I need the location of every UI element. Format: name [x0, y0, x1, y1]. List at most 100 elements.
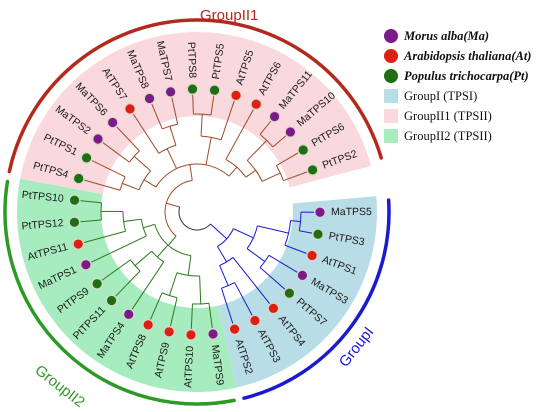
- branch-line: [156, 244, 169, 258]
- leaf-label: MaTPS5: [331, 206, 372, 218]
- group-arcs: [3, 18, 391, 406]
- branch-line: [257, 225, 289, 234]
- group-i-arc: [242, 198, 391, 400]
- species-marker-ma: [92, 133, 104, 145]
- branch-line: [169, 297, 178, 327]
- branch-arc: [161, 292, 178, 299]
- species-marker-pt: [312, 228, 324, 241]
- branch-line: [220, 100, 235, 141]
- species-marker-pt: [68, 194, 81, 207]
- branch-line: [84, 179, 121, 191]
- legend-swatch-icon: [384, 109, 398, 123]
- species-marker-pt: [186, 83, 199, 95]
- branch-line: [102, 142, 130, 163]
- species-marker-at: [185, 329, 197, 341]
- group-i-label: GroupI: [336, 324, 378, 371]
- branch-line: [167, 235, 177, 246]
- branch-line: [143, 179, 157, 188]
- branch-line: [192, 95, 194, 115]
- species-marker-ma: [122, 308, 135, 321]
- species-marker-pt: [208, 84, 221, 97]
- legend-dot-icon: [384, 49, 398, 63]
- branch-line: [115, 270, 141, 297]
- branch-line: [83, 230, 126, 243]
- branch-line: [91, 235, 147, 263]
- leaf-label: PtTPS8: [185, 42, 198, 79]
- group-ii2-label: GroupII2: [32, 362, 88, 411]
- branch-line: [259, 267, 286, 290]
- legend-label: GroupI (TPSI): [404, 88, 478, 103]
- species-marker-pt: [306, 164, 319, 176]
- branch-line: [216, 246, 228, 263]
- species-marker-pt: [283, 287, 296, 299]
- species-marker-at: [267, 302, 280, 315]
- species-marker-pt: [91, 277, 103, 290]
- species-marker-pt: [105, 294, 118, 307]
- species-marker-at: [249, 314, 261, 327]
- species-marker-ma: [106, 116, 119, 129]
- species-marker-at: [228, 323, 241, 335]
- branch-line: [210, 223, 228, 240]
- branch-line: [232, 257, 271, 305]
- branch-line: [283, 171, 308, 182]
- branch-line: [268, 254, 298, 273]
- branch-line: [101, 259, 131, 281]
- branch-line: [133, 155, 151, 172]
- legend-item: Arabidopsis thaliana(At): [384, 46, 550, 66]
- legend-item: GroupI (TPSI): [384, 86, 550, 106]
- species-marker-at: [142, 319, 154, 331]
- branch-line: [220, 288, 234, 324]
- legend-label: GroupII1 (TPSII): [404, 108, 492, 123]
- legend-item: GroupII1 (TPSII): [384, 106, 550, 126]
- branch-arc: [128, 150, 140, 163]
- branch-arc: [155, 163, 230, 188]
- branch-line: [199, 275, 202, 304]
- leaf-label: PtTPS10: [21, 189, 64, 205]
- branch-arc: [221, 282, 235, 289]
- branch-line: [200, 114, 203, 137]
- branch-line: [261, 172, 281, 182]
- branch-line: [246, 248, 266, 262]
- branch-line: [171, 97, 179, 125]
- branch-line: [123, 218, 142, 222]
- branch-arc: [193, 113, 212, 116]
- species-marker-ma: [314, 206, 326, 219]
- branch-line: [245, 169, 256, 178]
- branch-arc: [217, 228, 234, 247]
- species-marker-pt: [72, 172, 85, 185]
- leaf-label: PtTPS12: [21, 217, 64, 232]
- branch-line: [189, 164, 193, 181]
- species-marker-ma: [80, 258, 92, 271]
- species-marker-at: [306, 249, 318, 262]
- group-i-sector: [218, 196, 377, 388]
- branch-line: [132, 113, 160, 154]
- branch-arc: [178, 206, 211, 231]
- branch-line: [290, 220, 301, 223]
- legend-dot-icon: [384, 29, 398, 43]
- leaf-label: AtTPS10: [182, 345, 196, 388]
- group-ii1-sector: [20, 32, 371, 195]
- group-ii1-arc: [7, 18, 383, 174]
- branch-line: [151, 103, 163, 130]
- branch-line: [134, 250, 152, 267]
- branch-line: [116, 126, 140, 152]
- species-marker-at: [230, 89, 242, 102]
- branch-line: [190, 303, 194, 329]
- branch-line: [150, 292, 163, 320]
- branch-line: [234, 282, 253, 316]
- legend-item: Morus alba(Ma): [384, 26, 550, 46]
- branch-arc: [164, 179, 193, 237]
- branch-arc: [130, 259, 141, 272]
- branch-line: [272, 135, 287, 148]
- branch-line: [131, 261, 165, 310]
- branch-line: [187, 255, 192, 276]
- species-marker-at: [72, 238, 85, 250]
- branch-arc: [162, 123, 178, 130]
- legend-label: Arabidopsis thaliana(At): [404, 48, 532, 63]
- branch-line: [210, 96, 215, 116]
- species-marker-ma: [284, 126, 297, 138]
- species-marker-pt: [80, 152, 93, 164]
- species-marker-at: [124, 103, 136, 115]
- species-marker-ma: [296, 269, 309, 282]
